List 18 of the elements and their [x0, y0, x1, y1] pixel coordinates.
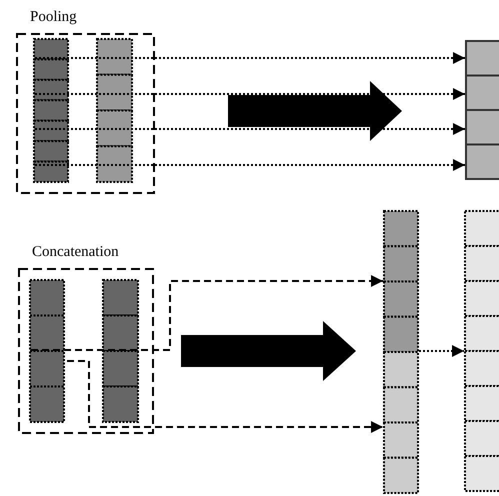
arrow — [67, 360, 383, 433]
vector-column — [33, 38, 69, 181]
vector-column — [464, 210, 499, 490]
vector-column — [102, 279, 139, 421]
arrow — [31, 275, 383, 351]
arrow — [35, 123, 465, 135]
arrow — [419, 345, 464, 357]
vector-column — [465, 40, 499, 178]
arrow — [35, 159, 465, 171]
vector-column — [29, 279, 65, 421]
block-arrow — [181, 321, 356, 381]
arrow — [35, 88, 465, 100]
block-arrow — [228, 81, 402, 141]
vector-column — [383, 210, 419, 492]
arrow — [35, 52, 465, 64]
group-title: Concatenation — [32, 244, 119, 261]
vector-column — [96, 38, 133, 181]
group-title: Pooling — [30, 9, 77, 26]
